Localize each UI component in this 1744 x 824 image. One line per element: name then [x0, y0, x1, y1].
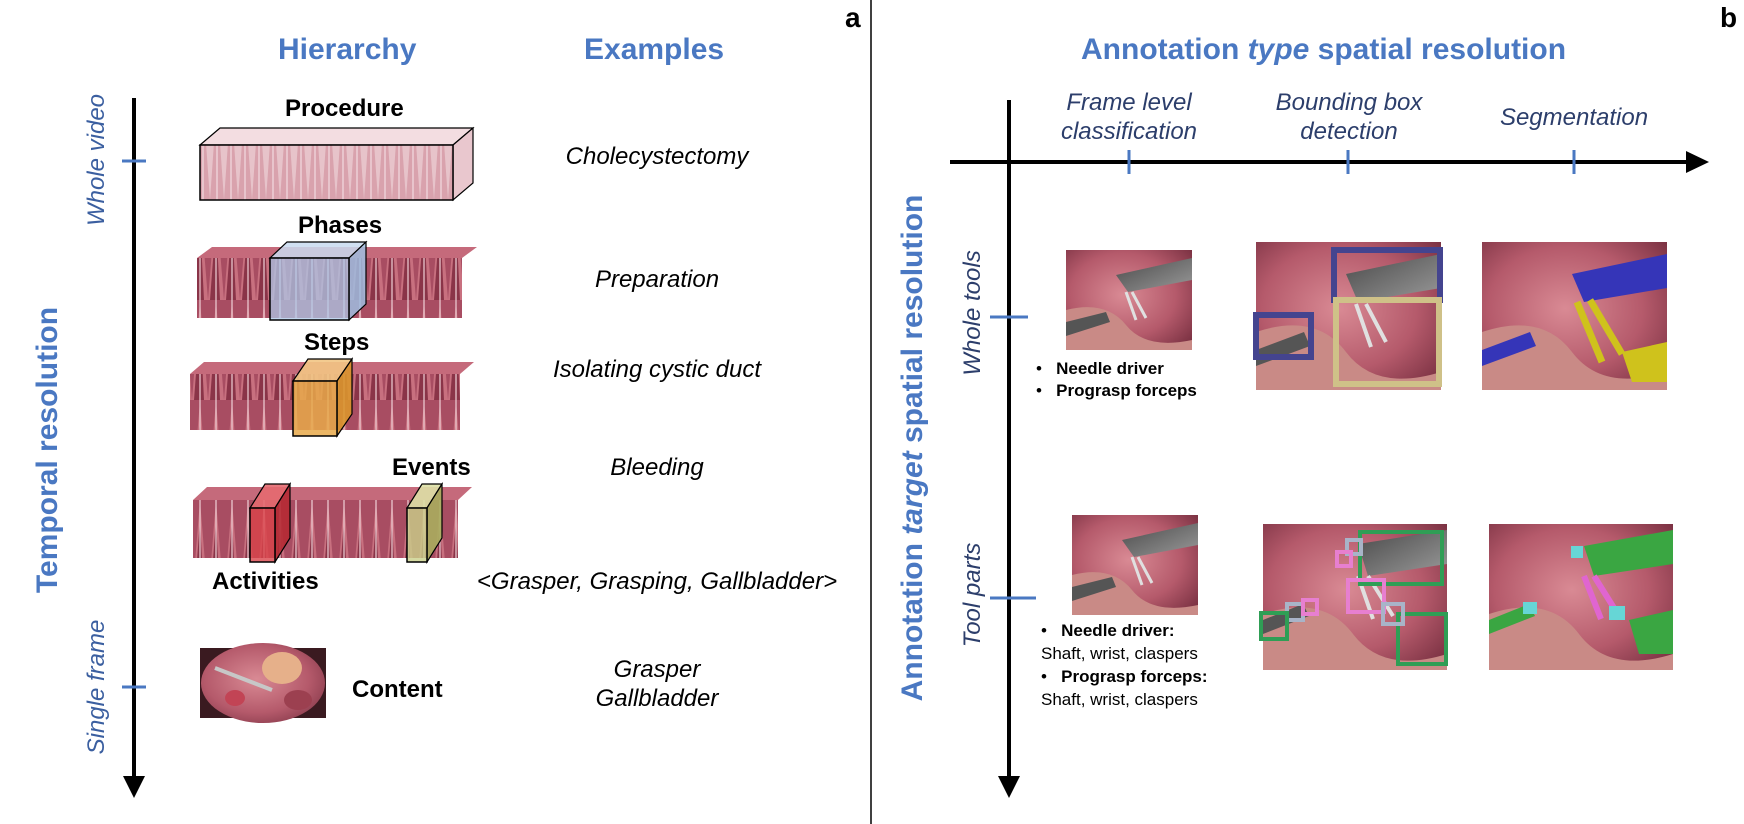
example-content-line1: Grasper [613, 656, 701, 683]
thumb-parts-bbox [1263, 524, 1448, 670]
list-item: • Needle driver: [1041, 621, 1175, 640]
example-events: Bleeding [610, 454, 704, 481]
thumb-whole-seg [1482, 242, 1667, 390]
annotation-target-title: Annotation target spatial resolution [896, 194, 929, 702]
annotation-type-title: Annotation type spatial resolution [1081, 33, 1567, 66]
y-tick-tool-parts: Tool parts [959, 542, 986, 648]
panel-a-letter: a [845, 2, 861, 33]
thumb-parts-seg [1489, 524, 1673, 670]
level-procedure: Procedure [285, 95, 404, 122]
content-frame-image [200, 643, 326, 723]
event-box [405, 481, 444, 565]
whole-tools-list: • Needle driver • Prograsp forceps [1036, 358, 1197, 402]
list-item: Shaft, wrist, claspers [1041, 644, 1198, 663]
phases-box [268, 240, 368, 322]
thumb-whole-frame [1066, 250, 1192, 350]
temporal-resolution-label: Temporal resolution [31, 306, 64, 594]
whole-video-label: Whole video [83, 93, 110, 227]
level-events: Events [392, 454, 471, 481]
example-content-line2: Gallbladder [595, 685, 719, 712]
list-item: • Prograsp forceps: [1041, 667, 1208, 686]
level-activities: Activities [212, 568, 319, 595]
example-procedure: Cholecystectomy [565, 143, 749, 170]
target-axis-arrowhead [998, 776, 1020, 798]
list-item: • Prograsp forceps [1036, 381, 1197, 400]
example-activities: <Grasper, Grasping, Gallbladder> [476, 568, 838, 595]
thumb-parts-frame [1072, 515, 1198, 615]
temporal-axis-arrowhead [123, 776, 145, 798]
steps-box [291, 357, 354, 438]
hierarchy-heading: Hierarchy [278, 33, 417, 66]
type-axis-arrowhead [1686, 151, 1709, 173]
bbox-needle-driver-outside [1253, 312, 1314, 360]
example-steps: Isolating cystic duct [552, 356, 762, 383]
panel-b-letter: b [1720, 2, 1738, 33]
level-phases: Phases [298, 212, 383, 239]
list-item: • Needle driver [1036, 359, 1164, 378]
bbox-shaft-outside [1259, 611, 1289, 641]
procedure-block [198, 126, 475, 202]
x-tick-segmentation: Segmentation [1499, 104, 1649, 131]
examples-heading: Examples [584, 33, 725, 66]
y-tick-whole-tools: Whole tools [959, 250, 986, 376]
tool-parts-list: • Needle driver: Shaft, wrist, claspers … [1041, 619, 1208, 711]
single-frame-label: Single frame [83, 619, 110, 755]
example-phases: Preparation [594, 266, 720, 293]
list-item: Shaft, wrist, claspers [1041, 690, 1198, 709]
level-steps: Steps [304, 329, 370, 356]
level-content: Content [352, 676, 443, 703]
activity-box [248, 481, 292, 565]
